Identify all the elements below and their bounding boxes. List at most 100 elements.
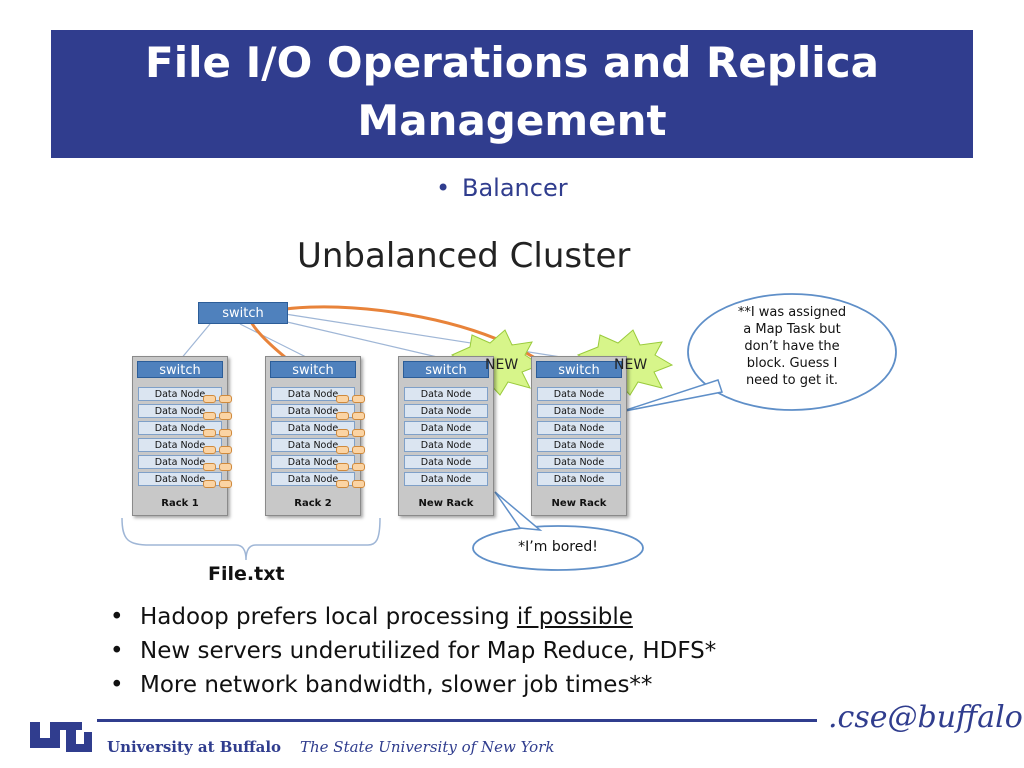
new-badge-1: NEW: [485, 357, 519, 373]
bullet-dot-icon: •: [110, 638, 124, 664]
data-node: Data Node: [138, 387, 222, 401]
data-node: Data Node: [271, 472, 355, 486]
data-node: Data Node: [537, 387, 621, 401]
data-node: Data Node: [537, 421, 621, 435]
bullet-dot-icon: •: [110, 672, 124, 698]
bullet-list: • Hadoop prefers local processing if poss…: [110, 600, 716, 702]
rack-switch: switch: [536, 361, 622, 378]
replica-block: [336, 429, 349, 437]
callout-bored-text: *I’m bored!: [518, 539, 598, 555]
footer-cse-logo: .cse@buffalo: [828, 700, 1023, 735]
slide-title-line-1: File I/O Operations and Replica: [145, 38, 879, 87]
replica-block: [219, 429, 232, 437]
replica-block: [203, 412, 216, 420]
bullet-text: Hadoop prefers local processing: [140, 604, 517, 630]
data-node: Data Node: [138, 438, 222, 452]
callout-line: block. Guess I: [746, 356, 838, 371]
slide-title-line-2: Management: [357, 96, 667, 145]
footer-state-university: The State University of New York: [300, 738, 555, 756]
replica-block: [203, 463, 216, 471]
replica-block: [336, 480, 349, 488]
bullet-item: • New servers underutilized for Map Reduc…: [110, 634, 716, 668]
data-node: Data Node: [138, 472, 222, 486]
bullet-dot-icon: •: [436, 174, 451, 202]
replica-block: [352, 480, 365, 488]
new-rack-2: switch Data Node Data Node Data Node Dat…: [531, 356, 627, 516]
rack-switch: switch: [403, 361, 489, 378]
data-node: Data Node: [271, 438, 355, 452]
replica-block: [203, 480, 216, 488]
network-link-rack4: [284, 313, 581, 361]
replica-block: [219, 463, 232, 471]
rack-label: Rack 1: [161, 498, 199, 509]
top-bullet-text: Balancer: [462, 174, 568, 202]
data-node: Data Node: [271, 387, 355, 401]
network-link-rack2: [239, 323, 313, 361]
new-badge-2: NEW: [614, 357, 648, 373]
replica-block: [352, 395, 365, 403]
rack-label: New Rack: [551, 498, 607, 509]
footer-rule: [97, 719, 817, 722]
data-node: Data Node: [404, 387, 488, 401]
bullet-item: • More network bandwidth, slower job time…: [110, 668, 716, 702]
data-node: Data Node: [537, 472, 621, 486]
data-node: Data Node: [404, 421, 488, 435]
rack-1: switch Data Node Data Node Data Node Dat…: [132, 356, 228, 516]
callout-assigned-text: **I was assigned a Map Task but don’t ha…: [712, 304, 872, 389]
data-node: Data Node: [404, 438, 488, 452]
data-node: Data Node: [271, 421, 355, 435]
top-bullet: • Balancer: [436, 174, 568, 202]
network-link-rack3: [269, 317, 451, 361]
data-node: Data Node: [404, 472, 488, 486]
callout-bored-tail: [494, 491, 543, 531]
replica-block: [336, 463, 349, 471]
data-node: Data Node: [537, 438, 621, 452]
data-node: Data Node: [138, 455, 222, 469]
callout-assigned-bubble: [687, 293, 897, 411]
file-label: File.txt: [208, 563, 285, 585]
network-link-rack1: [179, 323, 211, 361]
data-node: Data Node: [537, 455, 621, 469]
replica-block: [352, 446, 365, 454]
callout-bored-bubble: [472, 525, 644, 571]
top-switch: switch: [198, 302, 288, 324]
callout-assigned-tail: [619, 379, 723, 413]
rack-label: New Rack: [418, 498, 474, 509]
replica-block: [336, 412, 349, 420]
bullet-item: • Hadoop prefers local processing if poss…: [110, 600, 716, 634]
bullet-text: New servers underutilized for Map Reduce…: [140, 638, 717, 664]
replica-block: [219, 446, 232, 454]
data-node: Data Node: [404, 455, 488, 469]
callout-line: **I was assigned: [737, 305, 847, 320]
data-node: Data Node: [271, 404, 355, 418]
replica-block: [336, 446, 349, 454]
replica-block: [219, 395, 232, 403]
ub-logo-icon: [30, 722, 92, 752]
replica-block: [352, 429, 365, 437]
rack-switch: switch: [137, 361, 223, 378]
diagram-title: Unbalanced Cluster: [297, 236, 631, 276]
title-bar: File I/O Operations and Replica Manageme…: [51, 30, 973, 158]
bullet-text: More network bandwidth, slower job times…: [140, 672, 653, 698]
data-node: Data Node: [271, 455, 355, 469]
data-node: Data Node: [537, 404, 621, 418]
replica-block: [352, 412, 365, 420]
rack-2: switch Data Node Data Node Data Node Dat…: [265, 356, 361, 516]
rack-switch: switch: [270, 361, 356, 378]
data-node: Data Node: [404, 404, 488, 418]
replica-block: [336, 395, 349, 403]
footer-university: University at Buffalo: [107, 738, 282, 756]
replica-block: [352, 463, 365, 471]
callout-line: need to get it.: [745, 373, 839, 388]
bullet-underlined-text: if possible: [516, 604, 633, 630]
file-brace: [121, 517, 381, 561]
new-rack-1: switch Data Node Data Node Data Node Dat…: [398, 356, 494, 516]
data-node: Data Node: [138, 404, 222, 418]
replica-block: [203, 429, 216, 437]
data-node: Data Node: [138, 421, 222, 435]
replica-block: [219, 480, 232, 488]
replica-block: [219, 412, 232, 420]
callout-line: don’t have the: [744, 339, 840, 354]
bullet-dot-icon: •: [110, 604, 124, 630]
